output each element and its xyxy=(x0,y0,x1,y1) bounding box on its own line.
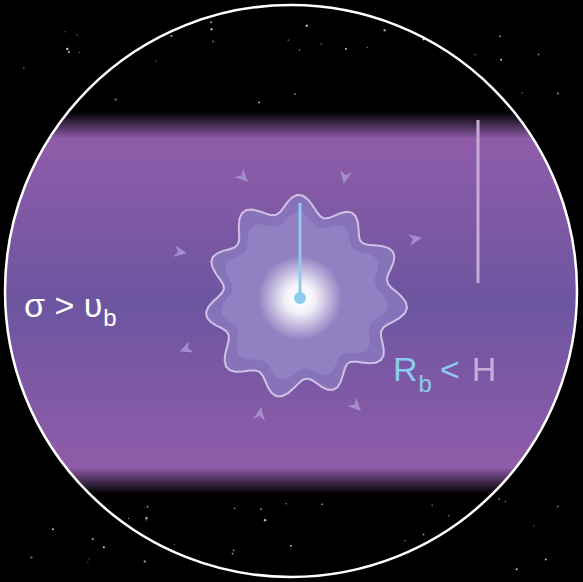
star xyxy=(30,556,32,558)
star xyxy=(79,52,80,53)
star xyxy=(321,503,323,505)
disk-band xyxy=(0,112,583,494)
star xyxy=(68,51,70,53)
star xyxy=(66,48,68,50)
star xyxy=(92,538,95,541)
sigma-relation: σ > υ xyxy=(24,288,102,322)
flow-arrow xyxy=(235,169,253,187)
star xyxy=(174,544,175,545)
center-dot xyxy=(294,292,306,304)
star xyxy=(212,40,214,42)
star xyxy=(286,503,287,504)
star xyxy=(23,67,25,69)
star xyxy=(260,508,262,510)
subscript: b xyxy=(419,372,432,396)
star xyxy=(258,102,260,104)
star xyxy=(448,515,450,517)
star xyxy=(498,498,500,500)
star xyxy=(76,34,78,36)
star xyxy=(533,525,534,526)
flow-arrow xyxy=(177,341,193,357)
star xyxy=(264,519,266,521)
flow-arrow xyxy=(408,232,423,246)
star xyxy=(155,60,157,62)
star xyxy=(114,98,117,101)
star xyxy=(144,560,147,563)
bondi-region xyxy=(206,195,407,396)
star xyxy=(144,507,145,508)
flow-arrow xyxy=(253,406,267,421)
star xyxy=(210,28,212,30)
star xyxy=(499,35,501,37)
star xyxy=(290,545,292,547)
star xyxy=(287,39,289,41)
flow-arrow xyxy=(348,398,366,416)
star xyxy=(557,93,559,95)
star xyxy=(210,21,212,23)
bondi-radius-symbol: R xyxy=(393,352,418,386)
bondi-inner xyxy=(221,212,388,379)
star xyxy=(516,568,518,570)
star xyxy=(505,501,506,502)
scale-height-symbol: H xyxy=(472,352,497,386)
star xyxy=(521,92,523,94)
star xyxy=(431,505,432,506)
star xyxy=(233,550,234,551)
radius-line xyxy=(299,203,302,298)
star xyxy=(500,59,502,61)
flow-arrows xyxy=(173,169,423,421)
relation-sign: < xyxy=(440,352,460,386)
star xyxy=(538,54,540,56)
star xyxy=(423,534,425,536)
star xyxy=(232,553,234,555)
star xyxy=(404,540,406,542)
star xyxy=(87,561,88,562)
star xyxy=(475,54,476,55)
star xyxy=(234,508,236,510)
star xyxy=(147,506,149,508)
flow-arrow xyxy=(173,245,188,259)
star xyxy=(128,518,129,519)
star xyxy=(294,93,296,95)
view-circle xyxy=(5,5,577,577)
star xyxy=(367,47,368,48)
star xyxy=(306,25,308,27)
star xyxy=(345,48,347,50)
flow-arrow xyxy=(338,170,352,185)
scale-height-bar xyxy=(477,120,480,283)
star xyxy=(299,49,300,50)
star xyxy=(557,506,559,508)
star xyxy=(52,528,54,530)
subscript: b xyxy=(103,306,116,330)
star xyxy=(320,43,322,45)
star xyxy=(89,558,90,559)
star xyxy=(146,519,147,520)
star xyxy=(384,29,387,32)
star xyxy=(170,35,172,37)
star xyxy=(145,517,147,519)
star xyxy=(545,558,547,560)
star xyxy=(64,31,65,32)
star xyxy=(103,546,105,548)
